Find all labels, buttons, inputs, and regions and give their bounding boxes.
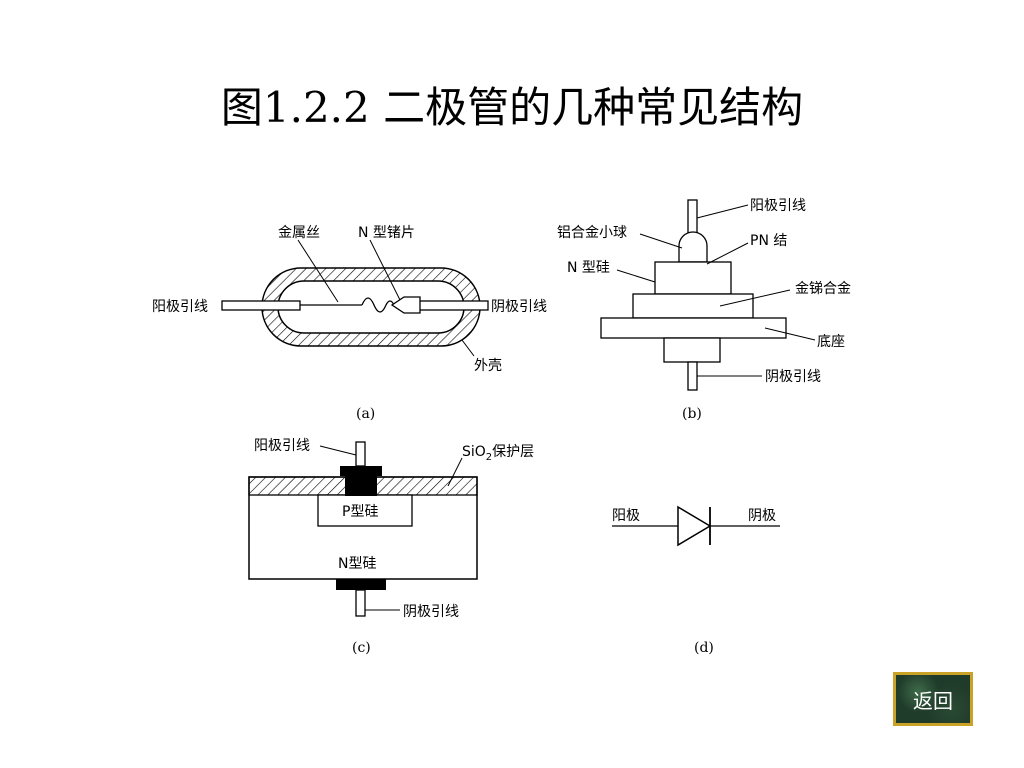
caption-b: (b) (682, 406, 702, 422)
cathode-lead-c (355, 589, 366, 617)
cathode-metal-contact (336, 579, 386, 590)
label-p-si: P型硅 (342, 504, 378, 520)
label-metal-wire: 金属丝 (278, 225, 320, 241)
label-cathode-lead-a: 阴极引线 (491, 299, 547, 315)
label-sio2: SiO2保护层 (462, 444, 534, 463)
label-n-si-c: N型硅 (338, 556, 376, 572)
sio2-rest: 保护层 (492, 444, 534, 460)
label-pn-junction: PN 结 (750, 233, 787, 249)
n-si-block (654, 261, 732, 295)
label-base: 底座 (817, 334, 845, 350)
label-au-sb-alloy: 金锑合金 (795, 281, 851, 297)
anode-lead-a (221, 300, 301, 311)
al-alloy-ball (678, 231, 708, 263)
caption-d: (d) (694, 640, 714, 656)
figure-c: 阳极引线 SiO2保护层 P型硅 N型硅 阴极引线 (c) (248, 438, 534, 656)
base-stem (663, 337, 721, 363)
label-cathode-lead-b: 阴极引线 (765, 369, 821, 385)
label-anode-lead-c: 阳极引线 (254, 438, 310, 454)
anode-lead-c (355, 441, 366, 467)
caption-c: (c) (352, 640, 371, 656)
anode-metal-contact (340, 466, 382, 496)
label-n-si-b: N 型硅 (567, 260, 610, 276)
n-ge-chip (390, 296, 421, 314)
figure-a: 金属丝 N 型锗片 阳极引线 阴极引线 外壳 (a) (152, 225, 547, 422)
caption-a: (a) (356, 406, 375, 422)
back-button[interactable]: 返回 (893, 672, 973, 726)
label-cathode-d: 阴极 (748, 508, 776, 524)
figure-d: 阳极 阴极 (d) (612, 505, 780, 656)
label-anode-d: 阳极 (612, 508, 640, 524)
label-cathode-lead-c: 阴极引线 (403, 604, 459, 620)
cathode-lead-a (417, 300, 489, 311)
figure-b: 阳极引线 铝合金小球 PN 结 N 型硅 金锑合金 底座 阴极引线 (b) (557, 198, 851, 422)
p-si-region (317, 494, 413, 527)
label-anode-lead-a: 阳极引线 (152, 299, 208, 315)
sio2-subscript: 2 (486, 452, 492, 463)
sio2-base: SiO (462, 444, 486, 460)
base-plate (600, 317, 787, 339)
page-title: 图1.2.2 二极管的几种常见结构 (220, 83, 804, 132)
cathode-lead-b (687, 361, 698, 391)
label-n-ge-chip: N 型锗片 (358, 225, 415, 241)
diode-triangle (677, 505, 712, 547)
metal-wire-spring (361, 297, 395, 313)
alloy-layer (632, 293, 754, 319)
label-shell: 外壳 (474, 357, 502, 374)
label-anode-lead-b: 阳极引线 (750, 198, 806, 214)
label-al-ball: 铝合金小球 (557, 225, 627, 241)
